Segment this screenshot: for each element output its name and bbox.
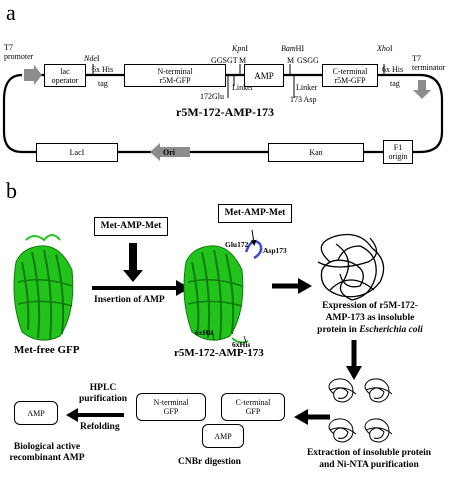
c-terminal-gfp-box: C-terminal r5M-GFP bbox=[322, 64, 378, 87]
c-terminal-gfp-fragment: C-terminal GFP bbox=[221, 393, 285, 421]
extraction-arrow bbox=[346, 340, 362, 380]
panel-b-letter: b bbox=[6, 178, 17, 203]
n-terminal-gfp-fragment: N-terminal GFP bbox=[136, 393, 206, 421]
cnbr-arrow bbox=[294, 409, 330, 425]
his-tag-left-label: 6x His bbox=[92, 65, 114, 74]
t7-terminator-arrow bbox=[413, 80, 431, 99]
ori-arrow bbox=[150, 143, 190, 161]
tag-right-label: tag bbox=[390, 79, 400, 88]
m-left-label: M bbox=[239, 56, 247, 65]
tag-left-label: tag bbox=[98, 79, 108, 88]
glu172-label: Glu172 bbox=[225, 240, 249, 249]
lac-operator-box: lac operator bbox=[44, 64, 86, 87]
linker-left-label: Linker bbox=[232, 83, 254, 92]
nde-site-label: NdeI bbox=[84, 54, 100, 63]
insertion-arrow bbox=[92, 243, 190, 296]
construct-name: r5M-172-AMP-173 bbox=[176, 105, 274, 119]
amp-box: AMP bbox=[244, 64, 284, 87]
met-free-gfp-structure bbox=[13, 234, 74, 341]
f1-origin-box: F1 origin bbox=[383, 140, 413, 164]
his-label-a: 6xHis bbox=[195, 328, 214, 337]
t7-promoter-arrow bbox=[24, 65, 42, 85]
final-arrow bbox=[66, 408, 124, 422]
his-label-b: 6xHis bbox=[232, 340, 251, 349]
m-right-label: M bbox=[287, 56, 295, 65]
expression-arrow bbox=[272, 278, 312, 294]
r5m-construct-label: r5M-172-AMP-173 bbox=[174, 347, 264, 359]
met-amp-met-box-1: Met-AMP-Met bbox=[94, 217, 168, 236]
ori-label: Ori bbox=[163, 148, 175, 157]
n-terminal-gfp-box: N-terminal r5M-GFP bbox=[124, 64, 226, 87]
met-amp-met-box-2: Met-AMP-Met bbox=[218, 204, 292, 223]
laci-box: LacI bbox=[36, 143, 118, 162]
amp-loop bbox=[244, 240, 263, 260]
bio-active-label: Biological active recombinant AMP bbox=[9, 442, 85, 463]
xho-site-label: XhoI bbox=[377, 44, 393, 53]
linker-right-label: Linker bbox=[296, 83, 318, 92]
refolding-label: Refolding bbox=[80, 422, 120, 432]
kpn-site-label: KpnI bbox=[232, 44, 249, 53]
hplc-label: HPLC purification bbox=[78, 383, 128, 404]
t7-promoter-label: T7 promoter bbox=[4, 43, 34, 61]
expression-label: Expression of r5M-172- AMP-173 as insolu… bbox=[317, 301, 423, 335]
his-tag-right-label: 6x His bbox=[382, 65, 404, 74]
panel-a-letter: a bbox=[6, 0, 16, 25]
cnbr-label: CNBr digestion bbox=[178, 457, 241, 467]
kan-box: Kan bbox=[268, 143, 364, 162]
final-amp-box: AMP bbox=[14, 401, 58, 425]
asp-173-label: 173 Asp bbox=[290, 95, 317, 104]
glu-172-label: 172Glu bbox=[200, 92, 224, 101]
met-free-gfp-label: Met-free GFP bbox=[14, 344, 80, 356]
t7-terminator-label: T7 terminator bbox=[412, 54, 446, 72]
extraction-label: Extraction of insoluble protein and Ni-N… bbox=[306, 448, 432, 470]
r5m-gfp-structure bbox=[183, 245, 249, 344]
insoluble-protein-aggregate bbox=[317, 233, 385, 301]
insertion-label: Insertion of AMP bbox=[94, 295, 165, 305]
ggsgt-label: GGSGT bbox=[211, 56, 238, 65]
asp173-label: Asp173 bbox=[263, 246, 287, 255]
amp-fragment: AMP bbox=[202, 424, 244, 448]
bam-site-label: BamHI bbox=[281, 44, 305, 53]
gsgg-label: GSGG bbox=[297, 56, 319, 65]
purified-aggregates bbox=[328, 378, 393, 443]
